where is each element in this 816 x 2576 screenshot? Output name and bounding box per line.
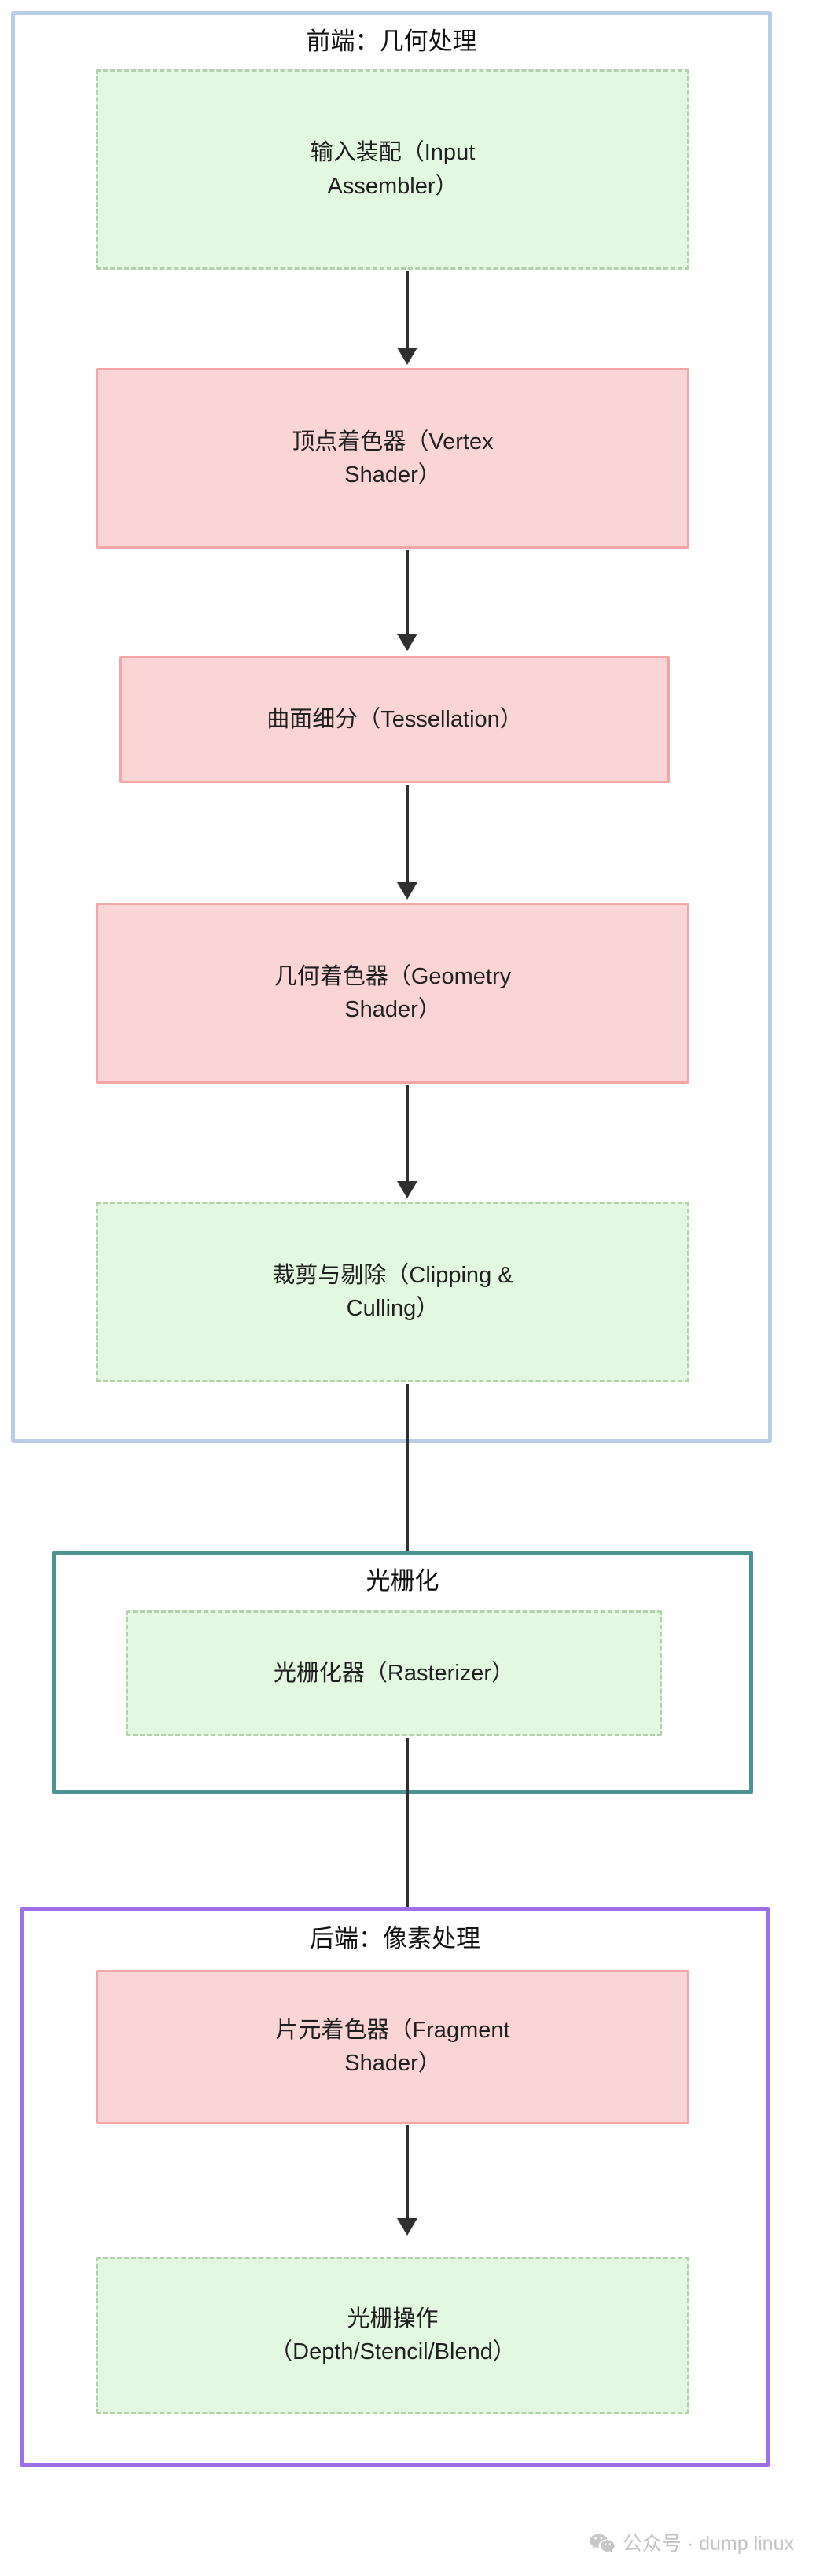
watermark: 公众号 · dump linux — [590, 2534, 794, 2554]
subgraph-backend-title: 后端：像素处理 — [310, 1925, 480, 1952]
watermark-text: 公众号 · dump linux — [622, 2532, 794, 2555]
edge-rasterizer-to-fragment-shader — [406, 1738, 409, 1952]
arrowhead-fragment-shader-to-raster-ops — [397, 2218, 417, 2236]
edge-tess-to-gs — [406, 785, 409, 885]
node-clipping-culling-line2: Culling） — [346, 1296, 439, 1321]
node-vertex-shader-line2: Shader） — [344, 462, 441, 488]
node-input-assembler[interactable]: 输入装配（Input Assembler） — [96, 69, 689, 270]
node-geometry-shader[interactable]: 几何着色器（Geometry Shader） — [96, 903, 689, 1084]
node-raster-ops[interactable]: 光栅操作 （Depth/Stencil/Blend） — [96, 2257, 689, 2414]
node-raster-ops-line2: （Depth/Stencil/Blend） — [270, 2339, 516, 2364]
subgraph-frontend-title: 前端：几何处理 — [306, 28, 477, 55]
arrowhead-vs-to-tess — [397, 634, 417, 651]
edge-gs-to-clipping — [406, 1085, 409, 1184]
node-rasterizer-line1: 光栅化器（Rasterizer） — [273, 1660, 515, 1686]
node-geometry-shader-line1: 几何着色器（Geometry — [274, 963, 512, 989]
node-vertex-shader[interactable]: 顶点着色器（Vertex Shader） — [96, 368, 689, 549]
arrowhead-tess-to-gs — [397, 882, 417, 900]
node-vertex-shader-line1: 顶点着色器（Vertex — [292, 429, 494, 454]
wechat-icon — [590, 2534, 615, 2554]
node-tessellation[interactable]: 曲面细分（Tessellation） — [119, 656, 670, 783]
arrowhead-ia-to-vs — [397, 348, 417, 365]
edge-vs-to-tess — [406, 550, 409, 637]
node-geometry-shader-line2: Shader） — [344, 997, 441, 1022]
node-fragment-shader-line1: 片元着色器（Fragment — [275, 2017, 510, 2043]
node-input-assembler-line1: 输入装配（Input — [310, 140, 476, 166]
node-tessellation-line1: 曲面细分（Tessellation） — [266, 706, 523, 732]
edge-clipping-to-rasterizer — [406, 1384, 409, 1592]
node-clipping-culling[interactable]: 裁剪与剔除（Clipping & Culling） — [96, 1202, 689, 1382]
node-input-assembler-line2: Assembler） — [327, 173, 458, 199]
edge-fragment-shader-to-raster-ops — [406, 2125, 409, 2221]
node-fragment-shader[interactable]: 片元着色器（Fragment Shader） — [96, 1970, 689, 2124]
subgraph-rasterization-title: 光栅化 — [366, 1567, 439, 1595]
node-fragment-shader-line2: Shader） — [344, 2051, 441, 2076]
arrowhead-gs-to-clipping — [397, 1181, 417, 1198]
node-clipping-culling-line1: 裁剪与剔除（Clipping & — [272, 1262, 513, 1288]
node-rasterizer[interactable]: 光栅化器（Rasterizer） — [126, 1610, 662, 1736]
node-raster-ops-line1: 光栅操作 — [347, 2306, 439, 2331]
edge-ia-to-vs — [406, 271, 409, 351]
